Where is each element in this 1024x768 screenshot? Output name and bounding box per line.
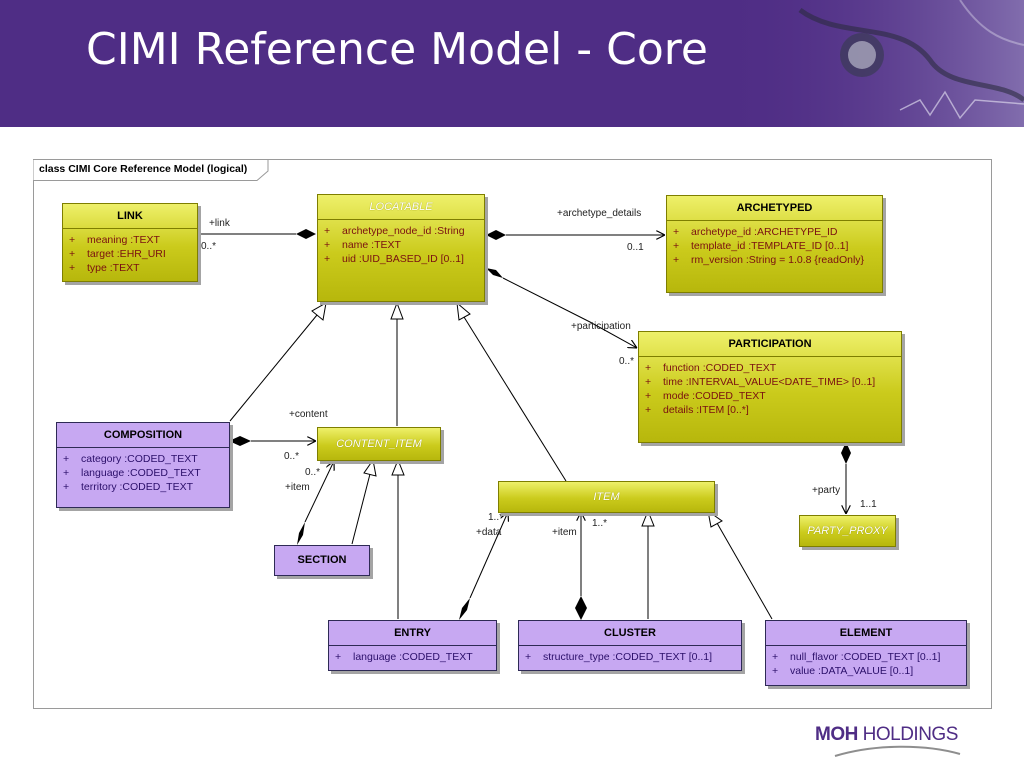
participation-multiplicity-label: 0..*: [619, 356, 635, 367]
attribute-list: +null_flavor :CODED_TEXT [0..1] +value :…: [766, 645, 966, 680]
class-section: SECTION: [274, 545, 370, 576]
attribute: +structure_type :CODED_TEXT [0..1]: [525, 651, 713, 663]
attribute: +time :INTERVAL_VALUE<DATE_TIME> [0..1]: [645, 376, 876, 388]
class-link: LINK +meaning :TEXT +target :EHR_URI +ty…: [62, 203, 198, 282]
content-association: [229, 436, 316, 446]
section-item-multiplicity-label: 0..*: [305, 467, 321, 478]
attribute: +language :CODED_TEXT: [63, 467, 201, 479]
class-cluster: CLUSTER +structure_type :CODED_TEXT [0..…: [518, 620, 742, 671]
party-role-label: +party: [812, 485, 841, 496]
link-role-label: +link: [209, 218, 230, 229]
generalization-item: [456, 301, 567, 482]
frame-label: class CIMI Core Reference Model (logical…: [39, 163, 248, 175]
attribute: +type :TEXT: [69, 262, 140, 274]
attribute: +archetype_id :ARCHETYPE_ID: [673, 226, 838, 238]
party-multiplicity-label: 1..1: [860, 499, 877, 510]
attribute: +template_id :TEMPLATE_ID [0..1]: [673, 240, 849, 252]
attribute-list: +meaning :TEXT +target :EHR_URI +type :T…: [63, 228, 197, 277]
attribute: +null_flavor :CODED_TEXT [0..1]: [772, 651, 941, 663]
participation-role-label: +participation: [571, 321, 631, 332]
attribute: +name :TEXT: [324, 239, 401, 251]
class-item: ITEM: [498, 481, 715, 513]
attribute: +meaning :TEXT: [69, 234, 160, 246]
class-archetyped: ARCHETYPED +archetype_id :ARCHETYPE_ID +…: [666, 195, 883, 293]
class-element: ELEMENT +null_flavor :CODED_TEXT [0..1] …: [765, 620, 967, 686]
link-multiplicity-label: 0..*: [201, 241, 217, 252]
attribute: +category :CODED_TEXT: [63, 453, 198, 465]
data-association: [459, 512, 508, 620]
cluster-item-role-label: +item: [552, 527, 577, 538]
archetype-details-association: [486, 230, 665, 240]
attribute-list: +function :CODED_TEXT +time :INTERVAL_VA…: [639, 356, 901, 419]
attribute-list: +structure_type :CODED_TEXT [0..1]: [519, 645, 741, 666]
class-title: ARCHETYPED: [736, 202, 813, 214]
slide-title: CIMI Reference Model - Core: [86, 24, 708, 75]
content-role-label: +content: [289, 409, 328, 420]
generalization-entry: [391, 458, 405, 619]
class-title: SECTION: [297, 554, 347, 566]
party-association: [841, 442, 851, 514]
class-participation: PARTICIPATION +function :CODED_TEXT +tim…: [638, 331, 902, 443]
attribute: +target :EHR_URI: [69, 248, 166, 260]
diagram-frame: [33, 159, 992, 709]
cluster-item-association: [575, 512, 587, 620]
frame-label-tab: [33, 159, 269, 181]
class-title: CLUSTER: [604, 627, 656, 639]
attribute: +mode :CODED_TEXT: [645, 390, 766, 402]
class-title: LOCATABLE: [369, 201, 433, 213]
cluster-item-multiplicity-label: 1..*: [592, 518, 608, 529]
participation-association: [486, 268, 637, 348]
class-entry: ENTRY +language :CODED_TEXT: [328, 620, 497, 671]
attribute-list: +archetype_id :ARCHETYPE_ID +template_id…: [667, 220, 882, 269]
class-title: LINK: [117, 210, 143, 222]
generalization-element: [707, 509, 773, 620]
moh-holdings-logo: MOH HOLDINGS: [815, 722, 985, 762]
stethoscope-image: [720, 0, 1024, 127]
generalization-section: [351, 458, 377, 545]
attribute: +archetype_node_id :String: [324, 225, 465, 237]
generalization-content-item: [390, 301, 404, 426]
attribute: +territory :CODED_TEXT: [63, 481, 194, 493]
archetype-details-role-label: +archetype_details: [557, 208, 642, 219]
logo-swoosh-icon: [834, 745, 961, 757]
content-multiplicity-label: 0..*: [284, 451, 300, 462]
class-title: CONTENT_ITEM: [336, 438, 422, 450]
attribute: +value :DATA_VALUE [0..1]: [772, 665, 914, 677]
logo-text: MOH HOLDINGS: [815, 724, 958, 745]
slide-header: CIMI Reference Model - Core: [0, 0, 1024, 127]
attribute: +details :ITEM [0..*]: [645, 404, 749, 416]
attribute: +function :CODED_TEXT: [645, 362, 777, 374]
class-locatable: LOCATABLE +archetype_node_id :String +na…: [317, 194, 485, 302]
class-title: COMPOSITION: [103, 429, 183, 441]
data-multiplicity-label: 1..*: [488, 512, 504, 523]
link-association: [199, 229, 316, 239]
class-title: ELEMENT: [839, 627, 893, 639]
attribute-list: +language :CODED_TEXT: [329, 645, 496, 666]
section-item-association: [297, 461, 334, 545]
section-item-role-label: +item: [285, 482, 310, 493]
generalization-composition: [229, 302, 327, 422]
class-title: ENTRY: [394, 627, 431, 639]
generalization-cluster: [641, 509, 655, 619]
attribute-list: +category :CODED_TEXT +language :CODED_T…: [57, 447, 229, 496]
class-title: PARTY_PROXY: [807, 525, 888, 537]
class-composition: COMPOSITION +category :CODED_TEXT +langu…: [56, 422, 230, 508]
data-role-label: +data: [476, 527, 502, 538]
attribute: +language :CODED_TEXT: [335, 651, 473, 663]
attribute-list: +archetype_node_id :String +name :TEXT +…: [318, 219, 484, 268]
archetype-details-multiplicity-label: 0..1: [627, 242, 644, 253]
class-title: ITEM: [593, 491, 620, 503]
class-title: PARTICIPATION: [728, 338, 812, 350]
class-content-item: CONTENT_ITEM: [317, 427, 441, 461]
attribute: +rm_version :String = 1.0.8 {readOnly}: [673, 254, 865, 266]
attribute: +uid :UID_BASED_ID [0..1]: [324, 253, 464, 265]
class-party-proxy: PARTY_PROXY: [799, 515, 896, 547]
